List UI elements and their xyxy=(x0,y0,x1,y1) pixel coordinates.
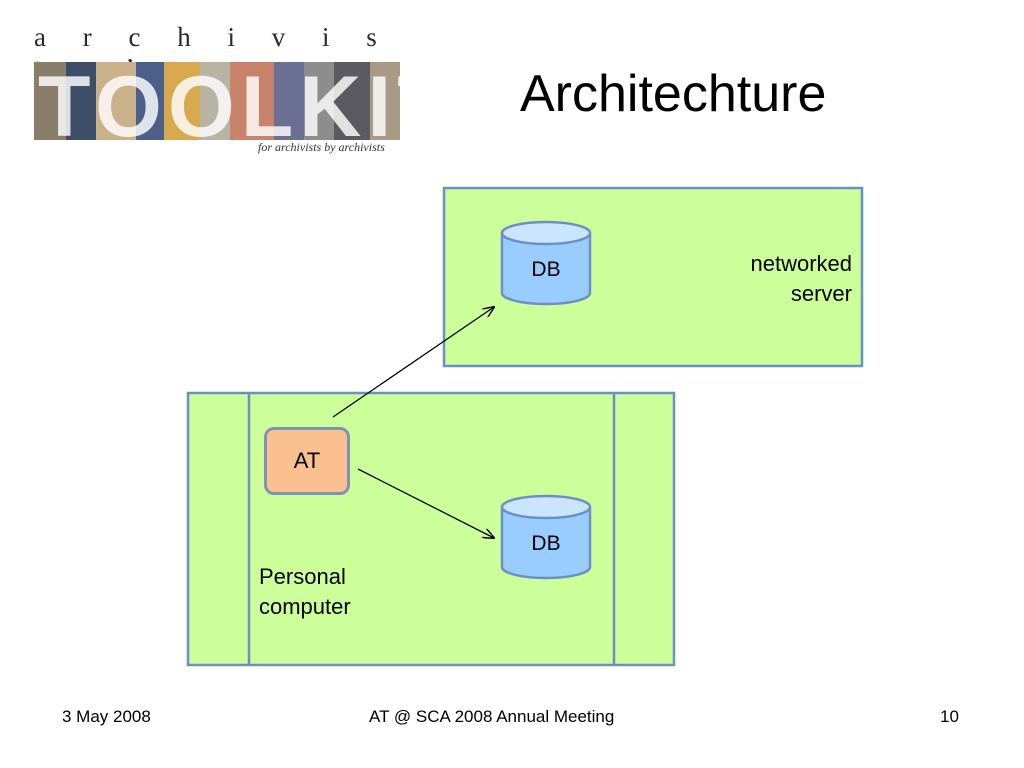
at-application-box: AT xyxy=(264,427,350,495)
server-db-cylinder xyxy=(500,220,592,306)
slide-title: Architechture xyxy=(520,65,827,123)
networked-server-label-line2: server xyxy=(790,281,852,306)
at-application-label: AT xyxy=(293,448,321,473)
pc-db-cylinder xyxy=(500,494,592,580)
arrow-at-to-server-db xyxy=(332,307,494,418)
personal-computer-label: Personal computer xyxy=(259,562,399,622)
svg-text:TOOLKIT: TOOLKIT xyxy=(38,62,404,155)
personal-computer-label-line2: computer xyxy=(259,594,351,619)
archivists-toolkit-logo: a r c h i v i s t s ’ TOOLKIT for archiv… xyxy=(30,22,410,162)
personal-computer-box xyxy=(186,391,676,667)
logo-tagline: for archivists by archivists xyxy=(258,140,385,154)
server-db-label: DB xyxy=(531,258,561,281)
footer-date: 3 May 2008 xyxy=(62,707,151,726)
networked-server-label: networked server xyxy=(700,249,852,309)
networked-server-label-line1: networked xyxy=(750,251,852,276)
arrow-at-to-pc-db xyxy=(357,468,494,538)
logo-collage-image: TOOLKIT xyxy=(34,62,404,155)
personal-computer-label-line1: Personal xyxy=(259,564,346,589)
pc-db-label: DB xyxy=(531,532,561,555)
footer-page-number: 10 xyxy=(940,707,959,726)
footer-event: AT @ SCA 2008 Annual Meeting xyxy=(369,707,615,726)
